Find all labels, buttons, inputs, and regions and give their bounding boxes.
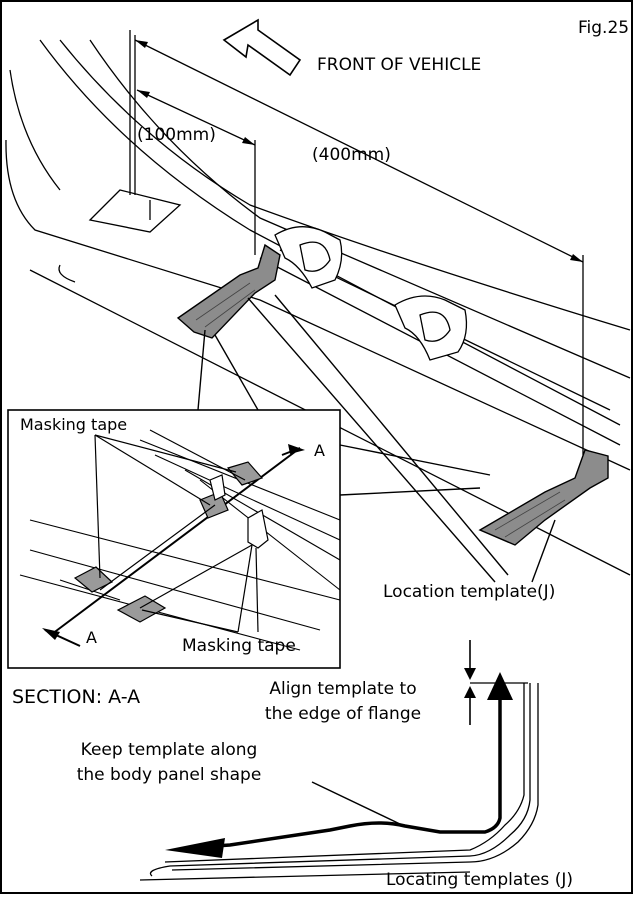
keep-template-leader <box>311 781 403 826</box>
align-instruction-line1: Align template to <box>269 679 417 699</box>
align-instruction-line2: the edge of flange <box>264 704 422 724</box>
location-template-right <box>478 449 609 546</box>
dimension-arrowheads <box>135 40 583 262</box>
dimension-100mm: (100mm) <box>137 125 216 145</box>
template-callout-lines <box>197 294 556 583</box>
figure-number: Fig.25 <box>578 18 630 38</box>
front-of-vehicle-label: FRONT OF VEHICLE <box>317 55 482 75</box>
location-template-left <box>176 243 281 339</box>
masking-tape-leaders <box>94 429 259 633</box>
section-marker-top: A <box>314 441 325 460</box>
location-template-label: Location template(J) <box>383 582 556 602</box>
align-arrow-up-icon <box>464 686 476 698</box>
dimension-lines <box>129 30 584 455</box>
align-arrow-down-icon <box>464 668 476 680</box>
inset-template <box>99 474 269 609</box>
keep-instruction-line1: Keep template along <box>80 740 258 760</box>
section-title: SECTION: A-A <box>12 686 141 708</box>
front-direction-arrow-icon <box>222 18 302 77</box>
locating-templates-label: Locating templates (J) <box>386 870 573 890</box>
section-template-thick <box>184 683 502 850</box>
section-profile-lines <box>139 683 539 881</box>
dimension-400mm: (400mm) <box>312 145 391 165</box>
keep-instruction-line2: the body panel shape <box>76 765 262 785</box>
masking-tape-label-top: Masking tape <box>20 415 128 434</box>
template-direction-arrow-left-icon <box>165 838 225 858</box>
body-clips <box>274 226 468 361</box>
template-direction-arrow-up-icon <box>487 672 513 700</box>
section-marker-bottom: A <box>86 628 97 647</box>
masking-tape-label-bottom: Masking tape <box>182 636 296 656</box>
